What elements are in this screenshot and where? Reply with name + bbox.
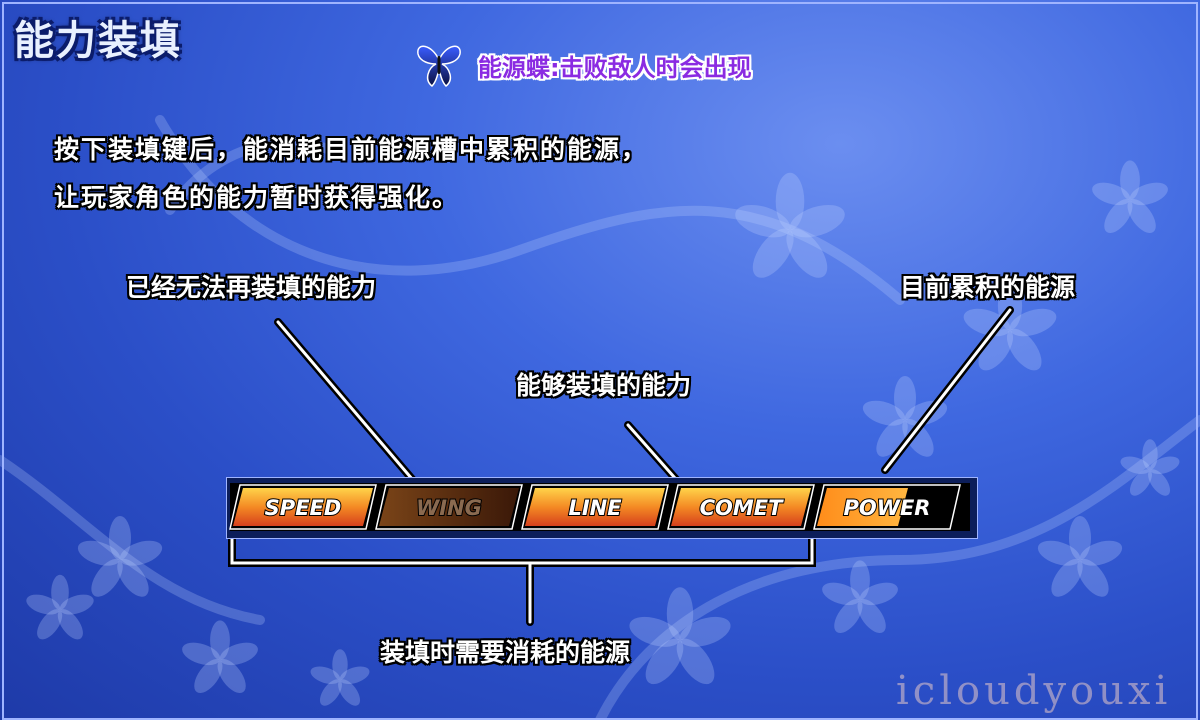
butterfly-note: 能源蝶:击败敌人时会出现 (414, 40, 752, 90)
gauge-segment-label: SPEED (265, 496, 342, 520)
gauge-segment-speed: SPEED (229, 484, 377, 530)
gauge-segment-label: POWER (844, 496, 931, 520)
gauge-segment-fill (379, 488, 519, 526)
callout-energy-cost: 装填时需要消耗的能源 (380, 638, 631, 667)
gauge-segment-wing: WING (375, 484, 523, 530)
gauge-segment-comet: COMET (667, 484, 815, 530)
cost-bracket (228, 533, 816, 626)
energy-gauge: SPEED WING LINE COMET POWER (226, 477, 978, 539)
gauge-segment-label: WING (416, 496, 482, 520)
watermark: icloudyouxi (896, 668, 1172, 714)
gauge-segment-label: LINE (568, 496, 622, 520)
callout-current-energy: 目前累积的能源 (900, 273, 1076, 302)
gauge-segment-fill (525, 488, 665, 526)
gauge-segment-fill (671, 488, 811, 526)
gauge-segment-label: COMET (700, 496, 785, 520)
description-line-1: 按下装填键后，能消耗目前能源槽中累积的能源， (54, 135, 649, 164)
description-line-2: 让玩家角色的能力暂时获得强化。 (54, 183, 460, 212)
page-title: 能力装填 (14, 18, 182, 64)
callout-used-ability: 已经无法再装填的能力 (126, 273, 377, 302)
gauge-segment-fill (233, 488, 373, 526)
callout-available-ability: 能够装填的能力 (516, 371, 692, 400)
gauge-segment-power: POWER (813, 484, 961, 530)
butterfly-icon (417, 45, 461, 87)
gauge-segment-fill (817, 488, 908, 526)
butterfly-note-text: 能源蝶:击败敌人时会出现 (478, 53, 752, 82)
gauge-segment-line: LINE (521, 484, 669, 530)
